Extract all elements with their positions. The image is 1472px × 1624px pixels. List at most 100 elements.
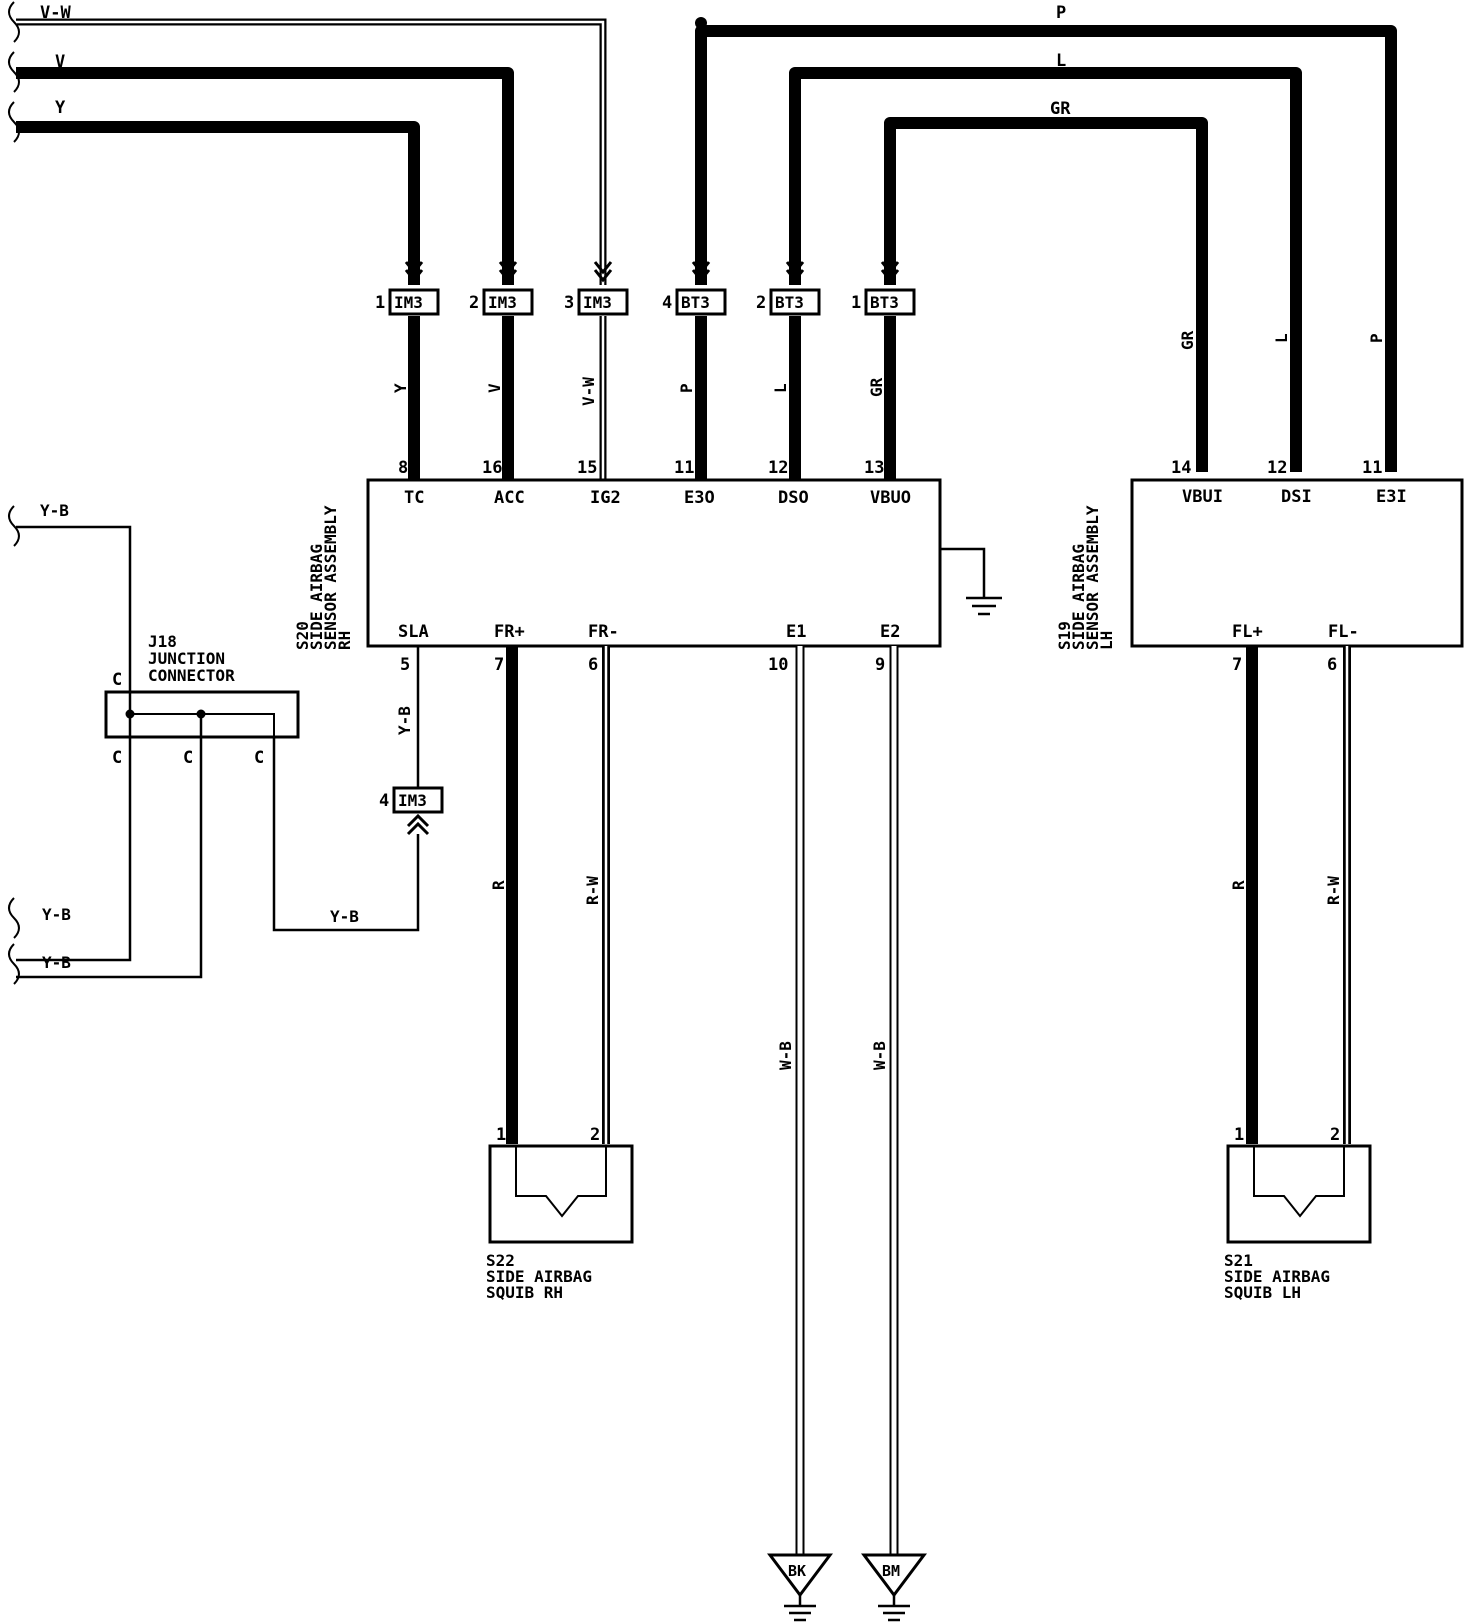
squib-lh: 1 2 S21 SIDE AIRBAG SQUIB LH [1224,1125,1372,1302]
svg-text:2: 2 [469,293,479,313]
svg-text:BT3: BT3 [681,293,710,312]
svg-text:2: 2 [1330,1125,1340,1145]
wire-label-yb-top: Y-B [40,501,69,520]
ground-point-bk: BK [767,1553,833,1622]
wire-y [16,121,420,285]
rh-sensor-title: S20 SIDE AIRBAG SENSOR ASSEMBLY RH [293,505,354,650]
connector-bt3-1: BT3 1 [851,261,916,316]
svg-text:E3O: E3O [684,488,715,508]
wire-vw [16,18,607,285]
svg-text:15: 15 [577,458,597,478]
wire-color-fl-plus: R [1229,880,1248,890]
svg-text:RH: RH [335,631,354,650]
svg-text:SIDE AIRBAG: SIDE AIRBAG [1224,1267,1330,1286]
svg-text:BT3: BT3 [775,293,804,312]
wire-v [16,67,514,285]
svg-text:VBUI: VBUI [1182,487,1223,507]
wire-color-dso: L [771,383,790,393]
pin-num-sla: 5 [400,655,410,675]
wire-color-tc: Y [391,383,410,393]
svg-text:2: 2 [756,293,766,313]
svg-text:12: 12 [768,458,788,478]
wire-color-vbui: GR [1178,330,1197,350]
wire-label-y: Y [55,98,66,118]
svg-text:16: 16 [482,458,502,478]
junction-connector-j18: C C C C J18 JUNCTION CONNECTOR [16,525,300,979]
wire-color-sla: Y-B [395,706,414,735]
svg-text:SENSOR ASSEMBLY: SENSOR ASSEMBLY [321,505,340,650]
svg-text:FL-: FL- [1328,622,1359,642]
svg-text:C: C [112,748,122,768]
wire-p-splice [695,17,707,29]
wire-color-e3i: P [1367,333,1386,343]
pin-num-fr-minus: 6 [588,655,598,675]
svg-text:IM3: IM3 [398,791,427,810]
wire-gr [884,117,1208,472]
squib-rh: 1 2 S22 SIDE AIRBAG SQUIB RH [486,1125,634,1302]
svg-text:S20: S20 [293,621,312,650]
lh-sensor-assembly: 14 12 11 VBUI DSI E3I FL+ FL- [1130,458,1464,648]
connector-bt3-2: BT3 2 [756,261,821,316]
connector-bt3-4: BT3 4 [662,261,727,316]
svg-text:FL+: FL+ [1232,622,1263,642]
svg-text:E2: E2 [880,622,900,642]
wire-label-yb-bottom1: Y-B [42,905,71,924]
svg-text:S19: S19 [1055,621,1074,650]
svg-text:1: 1 [375,293,385,313]
svg-text:1: 1 [851,293,861,313]
svg-text:SIDE AIRBAG: SIDE AIRBAG [486,1267,592,1286]
wire-l [789,67,1302,472]
wire-color-e1: W-B [776,1041,795,1070]
rh-sensor-body-ground [940,547,1002,616]
svg-text:11: 11 [1362,458,1382,478]
wire-label-gr: GR [1050,99,1071,119]
svg-text:IG2: IG2 [590,488,621,508]
svg-text:4: 4 [662,293,672,313]
svg-text:IM3: IM3 [583,293,612,312]
svg-text:C: C [254,748,264,768]
wire-color-vbuo: GR [867,377,886,397]
wire-color-acc: V [485,383,504,393]
rh-sensor-assembly: 8 16 15 11 12 13 TC ACC IG2 E3O DSO VBUO… [366,458,942,648]
pin-num-fr-plus: 7 [494,655,504,675]
svg-text:BM: BM [882,1562,900,1580]
svg-text:3: 3 [564,293,574,313]
pin-num-e1: 10 [768,655,788,675]
wire-sla-return [272,714,420,932]
svg-text:ACC: ACC [494,488,525,508]
svg-text:VBUO: VBUO [870,488,911,508]
svg-text:LH: LH [1097,631,1116,650]
svg-text:TC: TC [404,488,424,508]
wire-color-ig2: V-W [579,377,598,406]
svg-text:SIDE AIRBAG: SIDE AIRBAG [1069,544,1088,650]
pin-num-fl-plus: 7 [1232,655,1242,675]
wire-label-l: L [1056,51,1066,71]
svg-text:14: 14 [1171,458,1191,478]
lh-sensor-title: S19 SIDE AIRBAG SENSOR ASSEMBLY LH [1055,505,1116,650]
svg-text:1: 1 [496,1125,506,1145]
svg-text:E3I: E3I [1376,487,1407,507]
pin-num-fl-minus: 6 [1327,655,1337,675]
svg-text:IM3: IM3 [488,293,517,312]
svg-text:4: 4 [379,791,389,811]
ground-point-bm: BM [861,1553,927,1622]
wire-p [695,25,1397,472]
svg-text:BT3: BT3 [870,293,899,312]
svg-text:IM3: IM3 [394,293,423,312]
svg-text:SLA: SLA [398,622,429,642]
svg-text:S21: S21 [1224,1251,1253,1270]
svg-text:SQUIB RH: SQUIB RH [486,1283,563,1302]
wire-color-e2: W-B [870,1041,889,1070]
wire-label-yb-bottom2: Y-B [42,953,71,972]
svg-text:FR-: FR- [588,622,619,642]
svg-text:E1: E1 [786,622,806,642]
wire-color-dsi: L [1272,333,1291,343]
pin-num-e2: 9 [875,655,885,675]
svg-text:S22: S22 [486,1251,515,1270]
svg-text:13: 13 [864,458,884,478]
svg-text:12: 12 [1267,458,1287,478]
svg-text:SENSOR ASSEMBLY: SENSOR ASSEMBLY [1083,505,1102,650]
svg-text:SQUIB LH: SQUIB LH [1224,1283,1301,1302]
connector-im3-4: IM3 4 [379,786,444,836]
